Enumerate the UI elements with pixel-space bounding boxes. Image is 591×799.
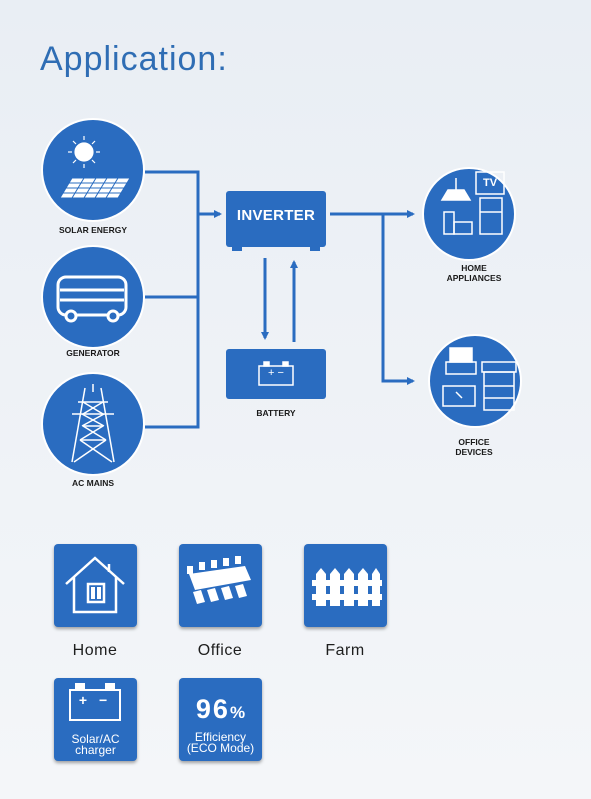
- office-tile: [179, 544, 262, 627]
- charger-text: Solar/AC charger: [71, 732, 120, 757]
- solar-ac-charger-tile: + − Solar/AC charger: [54, 678, 137, 761]
- output-connectors: [330, 210, 415, 385]
- source-connectors: [145, 170, 222, 429]
- efficiency-value-row: 96%: [179, 694, 262, 725]
- appliances-icon: [440, 171, 505, 235]
- sun-icon: [68, 136, 100, 168]
- battery-charger-icon: [69, 683, 121, 721]
- generator-label: GENERATOR: [66, 348, 120, 358]
- efficiency-value: 96: [195, 694, 230, 724]
- ac-mains-label: AC MAINS: [71, 478, 115, 488]
- efficiency-unit: %: [229, 703, 246, 722]
- tv-label: TV: [482, 177, 498, 189]
- home-appliances-node: [422, 167, 516, 261]
- efficiency-tile: 96% Efficiency (ECO Mode): [179, 678, 262, 761]
- battery-label: BATTERY: [256, 408, 296, 418]
- farm-caption: Farm: [325, 642, 365, 659]
- inverter-label: INVERTER: [236, 207, 316, 224]
- ac-mains-node: [41, 372, 145, 476]
- generator-node: [41, 245, 145, 349]
- farm-tile: [304, 544, 387, 627]
- office-caption: Office: [197, 642, 243, 659]
- solar-panel-icon: [59, 177, 131, 199]
- battery-connectors: [261, 258, 298, 342]
- home-caption: Home: [72, 642, 118, 659]
- solar-energy-label: SOLAR ENERGY: [58, 225, 127, 235]
- inverter-node: [226, 191, 326, 251]
- fence-icon: [312, 568, 382, 606]
- office-devices-label: OFFICE DEVICES: [455, 437, 493, 457]
- solar-energy-node: [41, 118, 145, 222]
- page-title: Application:: [40, 40, 228, 78]
- efficiency-text: Efficiency (ECO Mode): [186, 730, 255, 755]
- charger-symbol: + −: [78, 692, 112, 708]
- battery-icon: [258, 361, 294, 386]
- meeting-table-icon: [187, 556, 251, 604]
- office-devices-icon: [442, 347, 517, 411]
- home-tile: [54, 544, 137, 627]
- power-tower-icon: [71, 384, 115, 463]
- battery-symbol: + −: [268, 367, 284, 379]
- house-icon: [65, 556, 125, 614]
- battery-node: [226, 349, 326, 399]
- generator-icon: [56, 275, 128, 323]
- office-devices-node: [428, 334, 522, 428]
- home-appliances-label: HOME APPLIANCES: [446, 263, 502, 283]
